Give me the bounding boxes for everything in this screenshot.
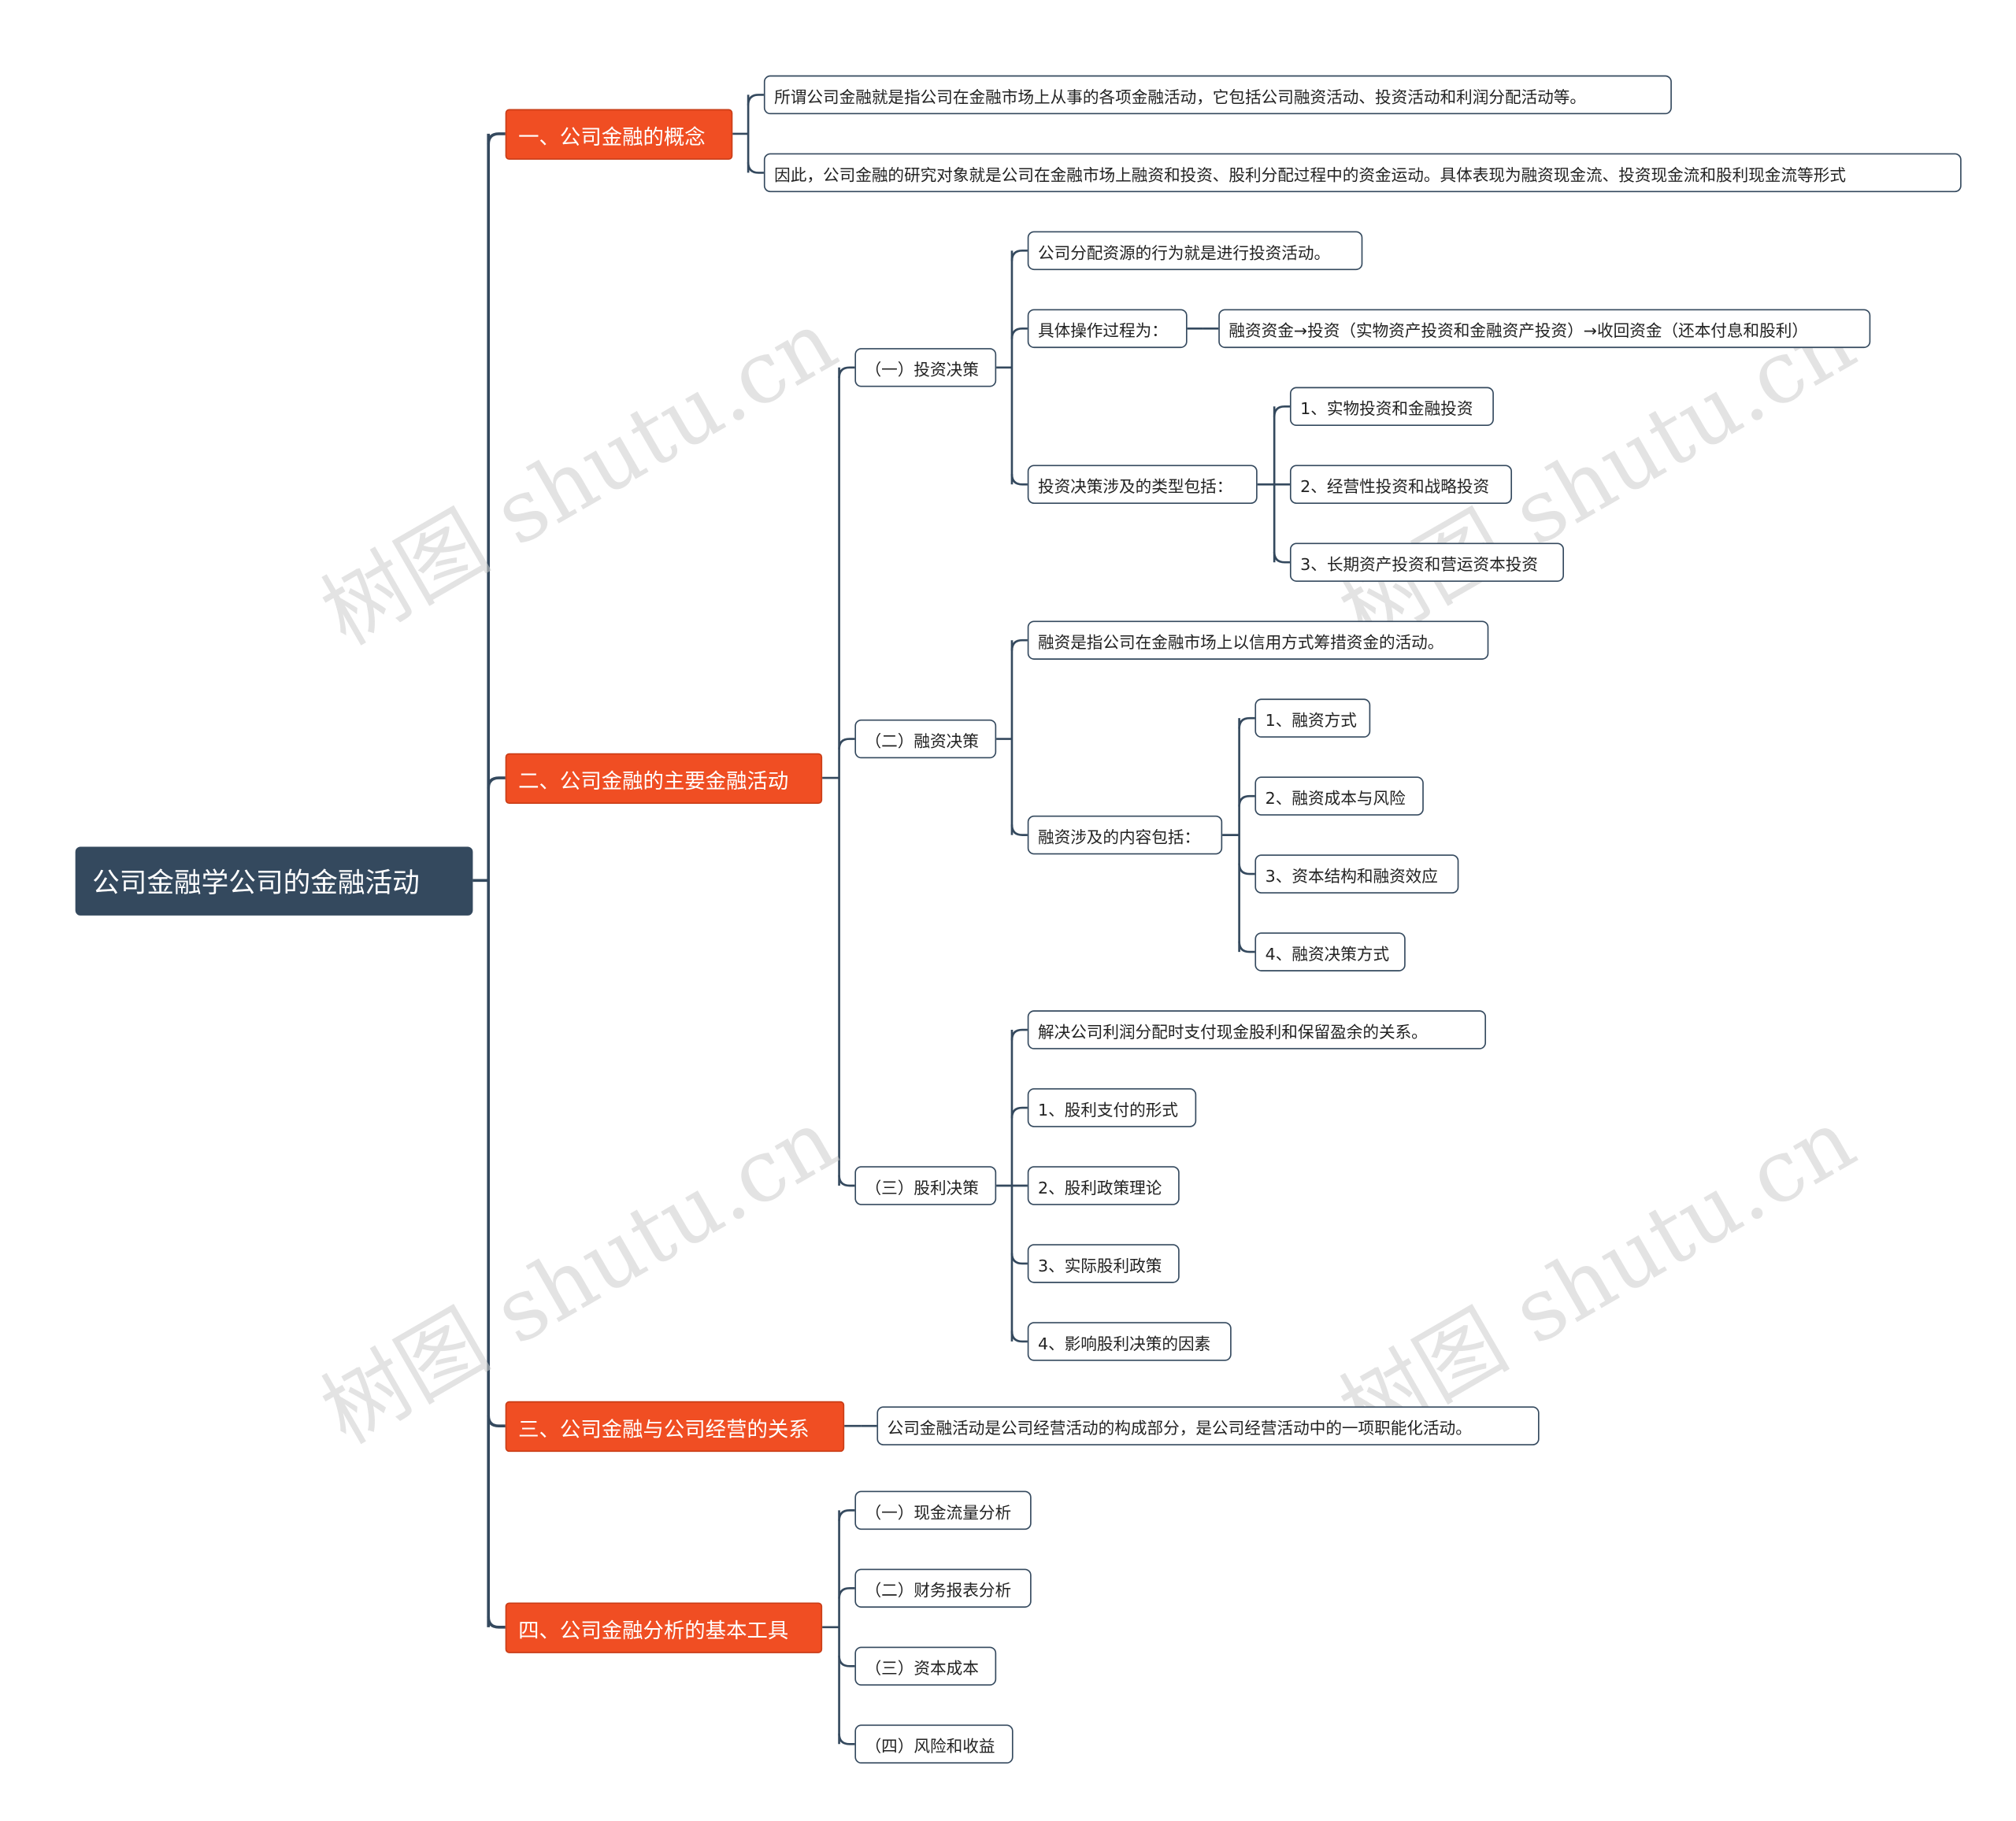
concept-research-object[interactable]: 因此，公司金融的研究对象就是公司在金融市场上融资和投资、股利分配过程中的资金运动… [763,153,1962,193]
connector-line [487,776,506,789]
investment-process-value[interactable]: 融资资金→投资（实物资产投资和金融资产投资）→收回资金（还本付息和股利） [1218,309,1871,349]
investment-type-item[interactable]: 1、实物投资和金融投资 [1289,387,1494,427]
connector-line [1238,716,1255,729]
financing-content-item[interactable]: 1、融资方式 [1254,698,1371,738]
investment-type-item[interactable]: 3、长期资产投资和营运资本投资 [1289,542,1564,582]
branch-relation[interactable]: 三、公司金融与公司经营的关系 [505,1401,845,1453]
connector-line [838,1587,855,1599]
investment-types-label[interactable]: 投资决策涉及的类型包括： [1027,465,1258,505]
financing-decision[interactable]: （二）融资决策 [854,719,997,759]
dividend-item[interactable]: 4、影响股利决策的因素 [1027,1322,1232,1361]
connector-line [838,1509,855,1521]
investment-type-item[interactable]: 2、经营性投资和战略投资 [1289,465,1513,505]
financing-content-item[interactable]: 3、资本结构和融资效应 [1254,854,1459,894]
dividend-item[interactable]: 1、股利支付的形式 [1027,1088,1197,1127]
financing-content-item[interactable]: 4、融资决策方式 [1254,932,1406,972]
dividend-decision[interactable]: （三）股利决策 [854,1166,997,1205]
connector-line [1010,638,1028,651]
connector-line [747,162,764,174]
tool-item[interactable]: （四）风险和收益 [854,1724,1014,1764]
connector-line [1010,1253,1028,1265]
connector-line [838,1175,855,1187]
connector-line [1238,794,1255,807]
connector-line [1010,250,1028,261]
connector-line [1010,1028,1028,1041]
tool-item[interactable]: （一）现金流量分析 [854,1490,1032,1530]
concept-definition[interactable]: 所谓公司金融就是指公司在金融市场上从事的各项金融活动，它包括公司融资活动、投资活… [763,75,1672,115]
root-topic[interactable]: 公司金融学公司的金融活动 [75,846,473,916]
connector-line [838,1734,855,1745]
financing-content-label[interactable]: 融资涉及的内容包括： [1027,815,1223,855]
connector-line [1010,1331,1028,1343]
connector-line [747,94,764,105]
connector-line [838,1656,855,1667]
connector-line [1010,824,1028,836]
connector-line [487,132,506,145]
financing-content-item[interactable]: 2、融资成本与风险 [1254,776,1424,816]
connector-line [1010,328,1028,339]
connector-line [487,1616,506,1629]
connector-line [1010,1106,1028,1119]
connector-line [1273,551,1290,564]
connector-line [838,738,855,749]
tool-item[interactable]: （三）资本成本 [854,1646,997,1686]
dividend-item[interactable]: 解决公司利润分配时支付现金股利和保留盈余的关系。 [1027,1010,1487,1049]
investment-decision[interactable]: （一）投资决策 [854,348,997,387]
investment-process-label[interactable]: 具体操作过程为： [1027,309,1188,349]
connector-line [1238,863,1255,875]
branch-tools[interactable]: 四、公司金融分析的基本工具 [505,1602,823,1653]
investment-definition[interactable]: 公司分配资源的行为就是进行投资活动。 [1027,231,1363,271]
connector-line [1273,405,1290,417]
connector-line [1010,474,1028,486]
branch-activities[interactable]: 二、公司金融的主要金融活动 [505,753,823,805]
connector-line [487,1415,506,1427]
dividend-item[interactable]: 3、实际股利政策 [1027,1244,1180,1283]
tool-item[interactable]: （二）财务报表分析 [854,1568,1032,1608]
branch-concept[interactable]: 一、公司金融的概念 [505,109,733,160]
relation-description[interactable]: 公司金融活动是公司经营活动的构成部分，是公司经营活动中的一项职能化活动。 [876,1406,1540,1445]
connector-line [838,366,855,379]
connector-line [1238,941,1255,953]
financing-definition[interactable]: 融资是指公司在金融市场上以信用方式筹措资金的活动。 [1027,620,1489,660]
dividend-item[interactable]: 2、股利政策理论 [1027,1166,1180,1205]
